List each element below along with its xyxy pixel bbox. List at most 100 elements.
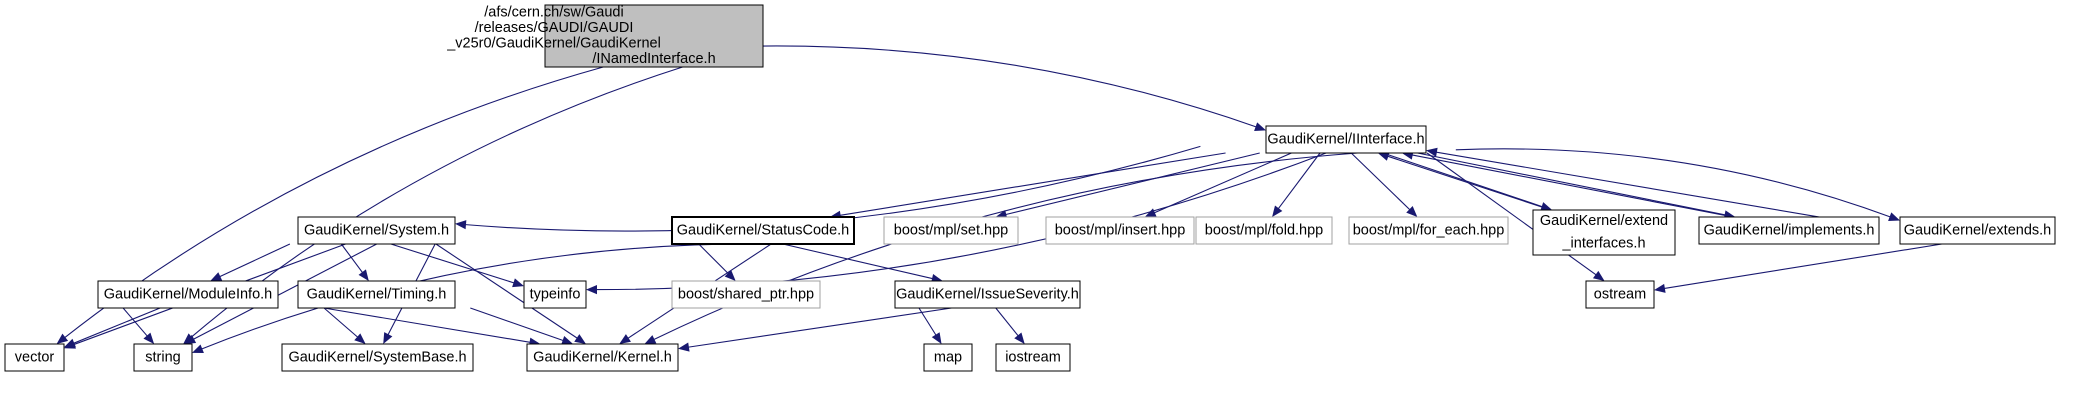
dependency-edge — [390, 243, 516, 284]
dependency-edge — [191, 243, 377, 341]
graph-node-root[interactable]: /afs/cern.ch/sw/Gaudi/releases/GAUDI/GAU… — [446, 4, 764, 68]
dependency-edge — [72, 307, 161, 345]
node-box[interactable] — [133, 343, 193, 372]
node-box[interactable] — [523, 280, 587, 309]
graph-node-string[interactable]: string — [133, 343, 193, 372]
dependency-edge — [1417, 152, 1727, 216]
edge-arrowhead — [192, 344, 204, 354]
node-box[interactable] — [1532, 209, 1676, 256]
graph-node-extends[interactable]: GaudiKernel/extends.h — [1899, 216, 2056, 245]
dependency-edge — [995, 307, 1020, 338]
edge-arrowhead — [64, 338, 76, 348]
graph-node-systembase[interactable]: GaudiKernel/SystemBase.h — [281, 343, 474, 372]
dependency-edge — [686, 304, 971, 348]
dependency-edge — [323, 307, 360, 339]
edge-arrowhead — [383, 332, 393, 344]
graph-node-mpl_insert[interactable]: boost/mpl/insert.hpp — [1045, 216, 1195, 245]
node-label: iostream — [1005, 349, 1061, 365]
node-box[interactable] — [671, 216, 855, 245]
graph-node-timing[interactable]: GaudiKernel/Timing.h — [297, 280, 456, 309]
graph-node-statuscode[interactable]: GaudiKernel/StatusCode.h — [671, 216, 855, 245]
edge-arrowhead — [586, 285, 598, 295]
node-label: /INamedInterface.h — [592, 51, 715, 67]
node-label: typeinfo — [530, 286, 581, 302]
dependency-edge — [1350, 152, 1412, 212]
node-box[interactable] — [297, 280, 456, 309]
edge-arrowhead — [354, 333, 366, 344]
node-box[interactable] — [1585, 280, 1655, 309]
node-label: boost/mpl/insert.hpp — [1055, 222, 1186, 238]
node-box[interactable] — [1899, 216, 2056, 245]
node-box[interactable] — [1195, 216, 1333, 245]
node-label: GaudiKernel/IInterface.h — [1267, 131, 1424, 147]
node-box[interactable] — [526, 343, 679, 372]
nodes-layer: /afs/cern.ch/sw/Gaudi/releases/GAUDI/GAU… — [4, 4, 2056, 372]
node-label: boost/mpl/fold.hpp — [1205, 222, 1324, 238]
graph-node-extend_interfaces[interactable]: GaudiKernel/extend_interfaces.h — [1532, 209, 1676, 256]
dependency-edge — [652, 152, 1358, 341]
node-label: boost/shared_ptr.hpp — [678, 286, 814, 302]
edge-arrowhead — [210, 272, 223, 281]
node-label: GaudiKernel/Kernel.h — [533, 349, 672, 365]
node-label: GaudiKernel/SystemBase.h — [288, 349, 466, 365]
node-box[interactable] — [883, 216, 1019, 245]
edge-arrowhead — [1406, 206, 1418, 217]
dependency-edge — [1152, 152, 1292, 214]
dependency-edge — [323, 307, 532, 344]
graph-node-iostream[interactable]: iostream — [995, 343, 1071, 372]
graph-node-ostream[interactable]: ostream — [1585, 280, 1655, 309]
edge-arrowhead — [1540, 202, 1553, 211]
node-box[interactable] — [894, 280, 1081, 309]
edge-arrowhead — [56, 333, 69, 344]
node-box[interactable] — [995, 343, 1071, 372]
graph-node-system[interactable]: GaudiKernel/System.h — [297, 216, 456, 245]
node-label: GaudiKernel/IssueSeverity.h — [896, 286, 1079, 302]
graph-node-vector[interactable]: vector — [4, 343, 65, 372]
node-box[interactable] — [1348, 216, 1509, 245]
graph-node-mpl_for_each[interactable]: boost/mpl/for_each.hpp — [1348, 216, 1509, 245]
node-box[interactable] — [281, 343, 474, 372]
dependency-edge — [698, 243, 730, 276]
graph-node-kernel[interactable]: GaudiKernel/Kernel.h — [526, 343, 679, 372]
graph-node-mpl_set[interactable]: boost/mpl/set.hpp — [883, 216, 1019, 245]
dependency-edge — [687, 45, 1258, 128]
graph-node-moduleinfo[interactable]: GaudiKernel/ModuleInfo.h — [97, 280, 279, 309]
node-box[interactable] — [4, 343, 65, 372]
node-box[interactable] — [1045, 216, 1195, 245]
dependency-edge — [838, 152, 1226, 217]
node-label: string — [145, 349, 180, 365]
graph-node-mpl_fold[interactable]: boost/mpl/fold.hpp — [1195, 216, 1333, 245]
node-label: _interfaces.h — [1561, 236, 1645, 252]
dependency-edge — [1382, 152, 1544, 208]
node-label: /releases/GAUDI/GAUDI — [475, 20, 634, 36]
node-box[interactable] — [544, 4, 764, 68]
node-label: GaudiKernel/System.h — [304, 222, 449, 238]
node-box[interactable] — [923, 343, 973, 372]
node-label: map — [934, 349, 962, 365]
dependency-edge — [1455, 148, 1892, 218]
node-box[interactable] — [1265, 125, 1427, 154]
edge-arrowhead — [1888, 212, 1900, 222]
node-box[interactable] — [297, 216, 456, 245]
node-box[interactable] — [97, 280, 279, 309]
node-box[interactable] — [671, 280, 821, 309]
graph-node-issueseverity[interactable]: GaudiKernel/IssueSeverity.h — [894, 280, 1081, 309]
dependency-edge — [1004, 152, 1260, 216]
edge-arrowhead — [143, 332, 155, 344]
edge-arrowhead — [184, 334, 197, 344]
graph-node-map[interactable]: map — [923, 343, 973, 372]
dependency-edge — [1434, 151, 1837, 221]
edge-arrowhead — [512, 278, 524, 288]
graph-node-typeinfo[interactable]: typeinfo — [523, 280, 587, 309]
edge-arrowhead — [561, 336, 574, 345]
node-box[interactable] — [1698, 216, 1880, 245]
graph-node-iinterface[interactable]: GaudiKernel/IInterface.h — [1265, 125, 1427, 154]
edge-arrowhead — [1654, 283, 1666, 293]
node-label: /afs/cern.ch/sw/Gaudi — [484, 5, 623, 21]
node-label: boost/mpl/set.hpp — [894, 222, 1008, 238]
graph-node-shared_ptr[interactable]: boost/shared_ptr.hpp — [671, 280, 821, 309]
graph-node-implements[interactable]: GaudiKernel/implements.h — [1698, 216, 1880, 245]
dependency-edge — [1277, 152, 1321, 211]
edge-arrowhead — [1254, 122, 1266, 132]
